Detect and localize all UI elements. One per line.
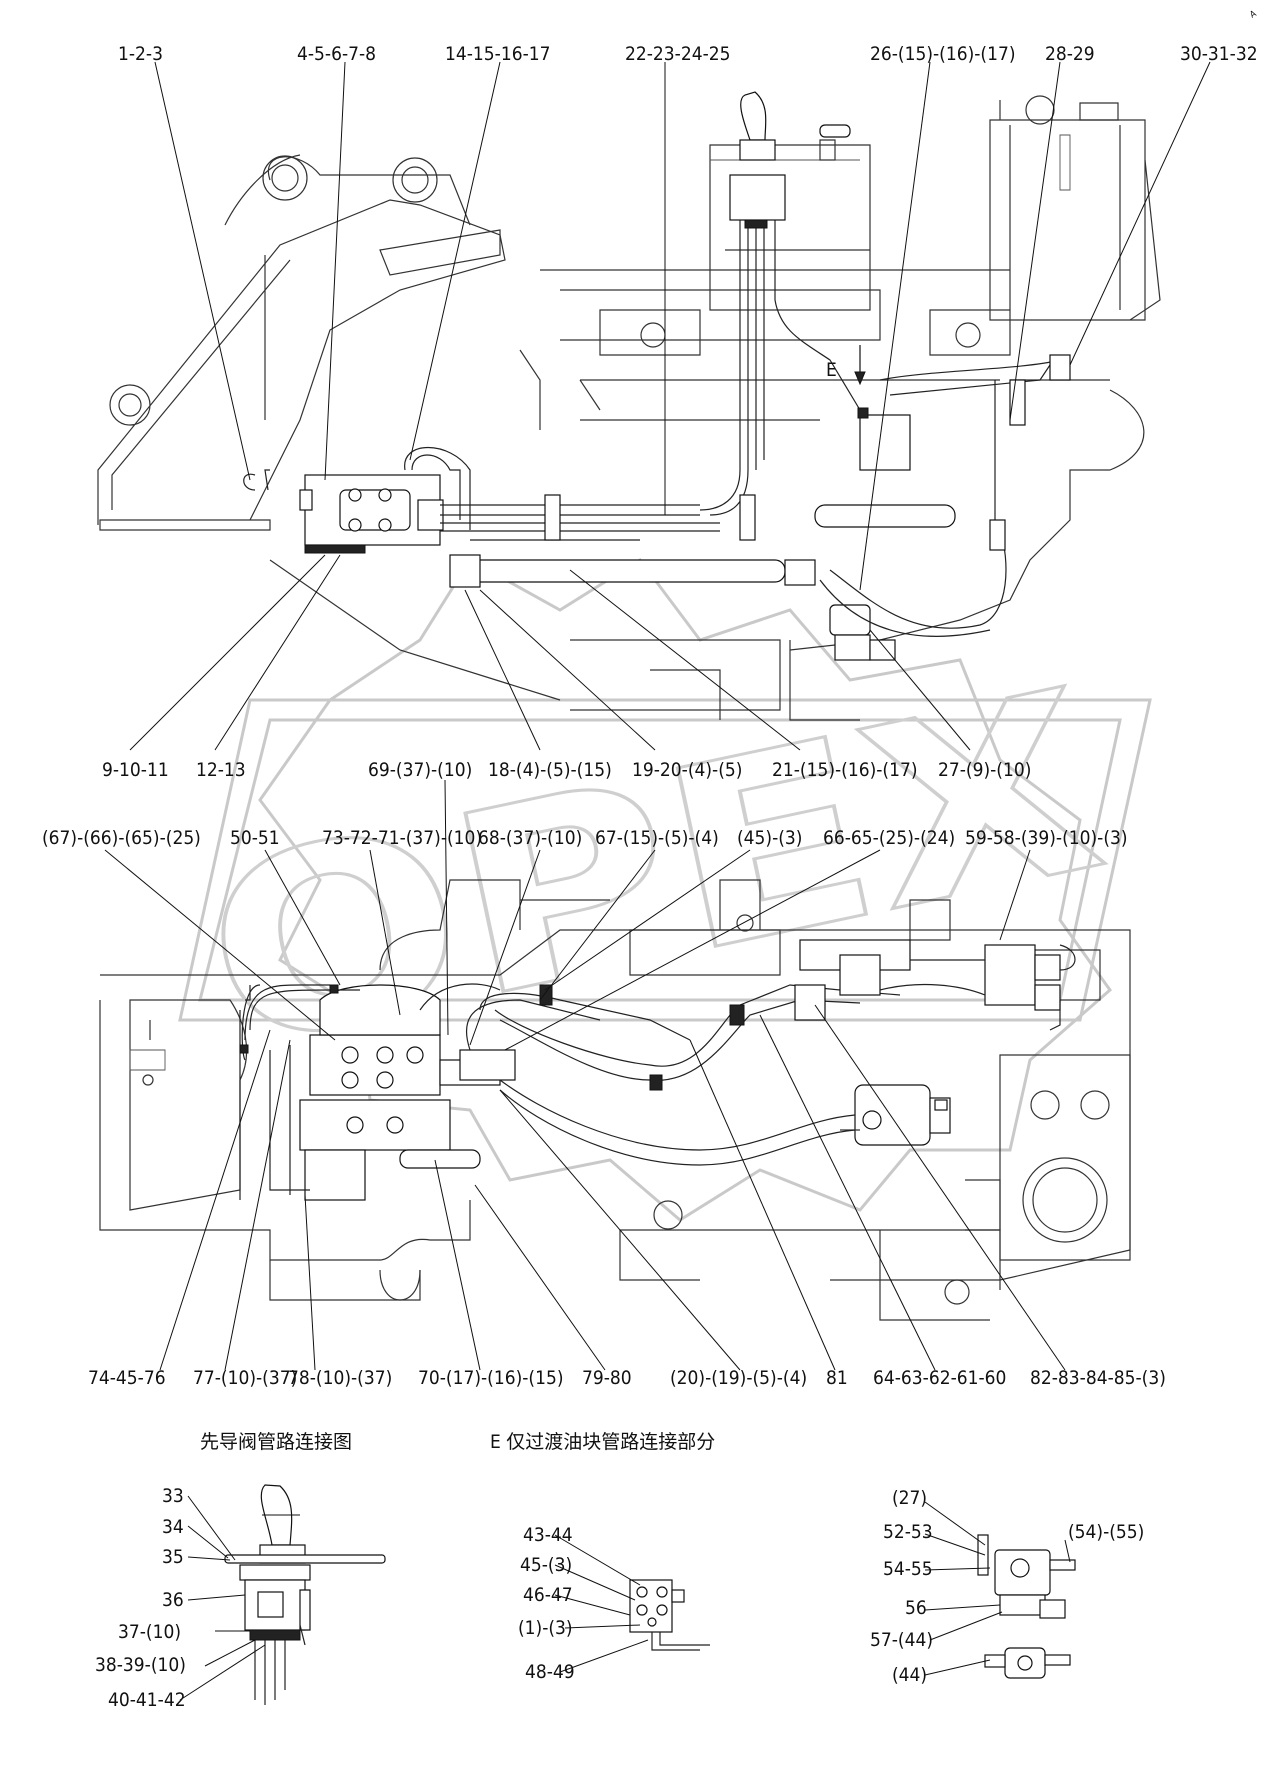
callout-label: 46-47 [523, 1584, 573, 1606]
section-title-pilot: 先导阀管路连接图 [200, 1431, 352, 1453]
callout-label: 22-23-24-25 [625, 43, 731, 65]
callout-label: 19-20-(4)-(5) [632, 759, 742, 781]
valve-callouts: (27) 52-53 (54)-(55) 54-55 56 57-(44) (4… [870, 1487, 1144, 1686]
callout-label: 18-(4)-(5)-(15) [488, 759, 612, 781]
callout-label: 45-(3) [520, 1554, 572, 1576]
valve-detail [977, 1534, 1076, 1679]
callout-label: 27-(9)-(10) [938, 759, 1031, 781]
section-title-transition: E 仅过渡油块管路连接部分 [490, 1431, 715, 1453]
callout-label: 37-(10) [118, 1621, 181, 1643]
callout-label: 66-65-(25)-(24) [823, 827, 955, 849]
view-e-marker: E [826, 359, 837, 381]
callout-label: 74-45-76 [88, 1367, 166, 1389]
callout-label: 81 [826, 1367, 848, 1389]
callout-label: 59-58-(39)-(10)-(3) [965, 827, 1128, 849]
transition-callouts: 43-44 45-(3) 46-47 (1)-(3) 48-49 [518, 1524, 649, 1683]
callout-label: 79-80 [582, 1367, 632, 1389]
callout-label: 67-(15)-(5)-(4) [595, 827, 719, 849]
callout-label: 38-39-(10) [95, 1654, 186, 1676]
callout-label: (27) [892, 1487, 927, 1509]
callout-label: 82-83-84-85-(3) [1030, 1367, 1166, 1389]
callout-label: 34 [162, 1516, 184, 1538]
callout-label: 50-51 [230, 827, 280, 849]
corner-mark: A [1249, 9, 1259, 21]
leader-lines [104, 61, 1211, 1371]
callout-label: (54)-(55) [1068, 1521, 1144, 1543]
callout-label: (44) [892, 1664, 927, 1686]
callout-label: 30-31-32 [1180, 43, 1258, 65]
callout-label: (67)-(66)-(65)-(25) [42, 827, 201, 849]
callout-label: (45)-(3) [737, 827, 802, 849]
callout-label: 69-(37)-(10) [368, 759, 472, 781]
callout-label: 57-(44) [870, 1629, 933, 1651]
callout-label: (20)-(19)-(5)-(4) [670, 1367, 807, 1389]
callout-label: 33 [162, 1485, 184, 1507]
callout-label: 70-(17)-(16)-(15) [418, 1367, 564, 1389]
transition-block-detail [629, 1579, 710, 1651]
callout-label: 1-2-3 [118, 43, 163, 65]
callout-label: 28-29 [1045, 43, 1095, 65]
callout-label: 78-(10)-(37) [288, 1367, 392, 1389]
callout-label: 73-72-71-(37)-(10) [322, 827, 482, 849]
pilot-callouts: 33 34 35 36 37-(10) 38-39-(10) 40-41-42 [95, 1485, 266, 1711]
middle-view-hydraulics [239, 939, 1076, 1201]
top-view-machine-outline [97, 95, 1161, 721]
callout-label: 40-41-42 [108, 1689, 186, 1711]
callout-label: 21-(15)-(16)-(17) [772, 759, 918, 781]
pilot-valve-detail [224, 1484, 386, 1705]
callout-label: 4-5-6-7-8 [297, 43, 376, 65]
callout-label: 9-10-11 [102, 759, 169, 781]
callout-label: 52-53 [883, 1521, 933, 1543]
callouts-middle: 69-(37)-(10) (67)-(66)-(65)-(25) 50-51 7… [42, 759, 1166, 1389]
callout-label: 12-13 [196, 759, 246, 781]
callout-label: 48-49 [525, 1661, 575, 1683]
callout-label: 35 [162, 1546, 184, 1568]
callout-label: 14-15-16-17 [445, 43, 551, 65]
callout-label: 56 [905, 1597, 927, 1619]
callout-label: (1)-(3) [518, 1617, 573, 1639]
callout-label: 54-55 [883, 1558, 933, 1580]
callout-label: 68-(37)-(10) [478, 827, 582, 849]
callout-label: 26-(15)-(16)-(17) [870, 43, 1016, 65]
callout-label: 43-44 [523, 1524, 573, 1546]
callout-label: 77-(10)-(37) [193, 1367, 297, 1389]
callout-label: 64-63-62-61-60 [873, 1367, 1006, 1389]
callouts-top: 1-2-3 4-5-6-7-8 14-15-16-17 22-23-24-25 … [102, 43, 1258, 781]
callout-label: 36 [162, 1589, 184, 1611]
top-view-hydraulics: E [243, 91, 1071, 661]
